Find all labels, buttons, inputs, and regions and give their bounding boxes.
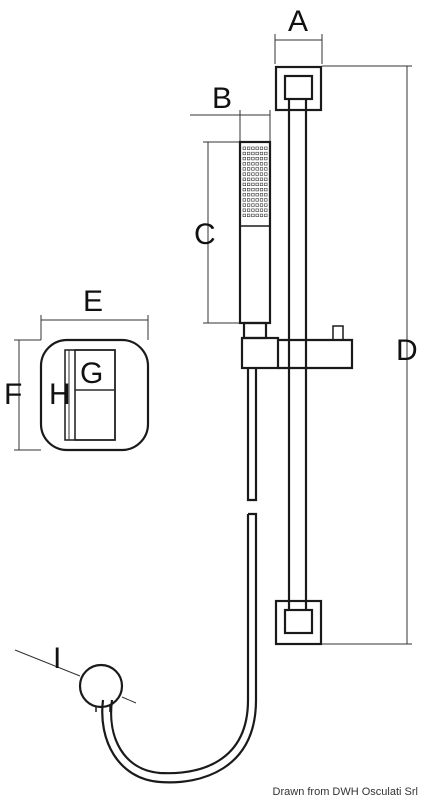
label-d: D	[396, 334, 418, 367]
sliding-holder	[240, 325, 354, 370]
label-b: B	[212, 82, 232, 115]
shower-hose	[101, 368, 258, 784]
credit-line: Drawn from DWH Osculati Srl	[273, 786, 418, 798]
dimension-g: G	[75, 357, 115, 391]
label-f: F	[4, 378, 22, 411]
label-h: H	[49, 378, 71, 411]
dimension-f: F	[4, 339, 41, 451]
bottom-wall-bracket	[274, 599, 323, 646]
dimension-d: D	[322, 65, 418, 645]
label-g: G	[80, 357, 103, 390]
hand-shower	[238, 140, 272, 340]
wall-plate-front-view	[39, 338, 150, 452]
label-a: A	[288, 5, 308, 38]
label-i: I	[53, 642, 61, 675]
dimension-e: E	[40, 285, 149, 340]
spray-nozzle-grid	[242, 146, 268, 218]
label-e: E	[83, 285, 103, 318]
wall-hose-connector	[78, 663, 124, 712]
top-wall-bracket	[274, 65, 323, 112]
dimension-a: A	[274, 5, 323, 64]
dimension-h: H	[49, 350, 71, 440]
dimension-i: I	[14, 642, 137, 704]
dimension-c: C	[194, 141, 240, 324]
label-c: C	[194, 218, 216, 251]
dimension-b: B	[190, 82, 271, 142]
slide-rail	[287, 99, 308, 610]
